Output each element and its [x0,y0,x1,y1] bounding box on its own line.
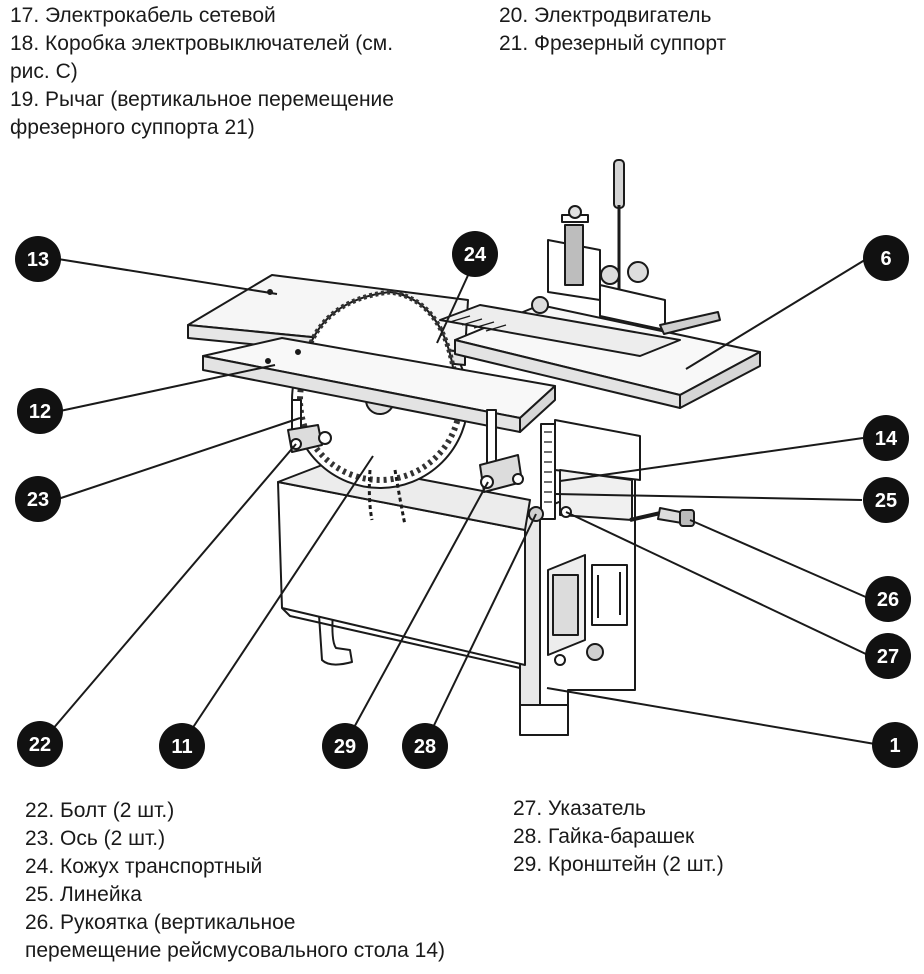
callout-12-label: 12 [29,401,51,423]
callout-14-label: 14 [875,428,898,450]
thickness-table [554,419,641,521]
callout-14: 14 [863,415,909,461]
legend-line: фрезерного суппорта 21) [10,116,255,139]
legend-line: 20. Электродвигатель [499,4,712,27]
callout-22-label: 22 [29,734,51,756]
legend-line: 26. Рукоятка (вертикальное [25,911,296,934]
callout-6-label: 6 [880,248,891,270]
legend-line: 24. Кожух транспортный [25,855,263,878]
legend-line: 23. Ось (2 шт.) [25,827,166,850]
callout-29: 29 [322,723,368,769]
callout-13: 13 [15,236,61,282]
callout-24: 24 [452,231,498,277]
callout-22: 22 [17,721,63,767]
support-bracket [479,454,524,493]
callout-1: 1 [872,722,918,768]
callout-6: 6 [863,235,909,281]
callout-11-label: 11 [171,736,192,758]
callout-1-label: 1 [889,735,900,757]
callout-23-label: 23 [27,489,49,511]
milling-support [531,159,721,335]
legend-line: перемещение рейсмусовального стола 14) [25,939,446,962]
legend-top-right: 20. Электродвигатель 21. Фрезерный суппо… [499,2,726,58]
callout-27: 27 [865,633,911,679]
legend-bottom-right: 27. Указатель 28. Гайка-барашек 29. Крон… [513,795,724,879]
callout-26-label: 26 [877,589,899,611]
callout-25: 25 [863,477,909,523]
scale-ruler [540,423,556,520]
callout-23: 23 [15,476,61,522]
legend-line: 29. Кронштейн (2 шт.) [513,853,724,876]
planer-table [202,337,556,433]
callout-11: 11 [159,723,205,769]
callout-28-label: 28 [414,736,436,758]
callout-13-label: 13 [27,249,49,271]
legend-top-left: 17. Электрокабель сетевой 18. Коробка эл… [10,2,394,142]
callout-12: 12 [17,388,63,434]
legend-line: 27. Указатель [513,797,646,820]
callout-26: 26 [865,576,911,622]
legend-line: 28. Гайка-барашек [513,825,695,848]
callout-27-label: 27 [877,646,899,668]
legend-line: рис. С) [10,60,78,83]
leader-lines [39,257,876,745]
legend-line: 25. Линейка [25,883,142,906]
callout-28: 28 [402,723,448,769]
crank-handle [629,507,695,527]
drive-chain [367,469,407,526]
axis-bracket [287,424,332,453]
callout-24-label: 24 [464,244,487,266]
callout-25-label: 25 [875,490,897,512]
legend-line: 19. Рычаг (вертикальное перемещение [10,88,394,111]
legend-bottom-left: 22. Болт (2 шт.) 23. Ось (2 шт.) 24. Кож… [25,797,445,965]
carriage-rail [439,304,681,357]
legend-line: 21. Фрезерный суппорт [499,32,727,55]
callout-29-label: 29 [334,736,356,758]
legend-line: 22. Болт (2 шт.) [25,799,175,822]
legend-line: 18. Коробка электровыключателей (см. [10,32,394,55]
legend-line: 17. Электрокабель сетевой [10,4,276,27]
